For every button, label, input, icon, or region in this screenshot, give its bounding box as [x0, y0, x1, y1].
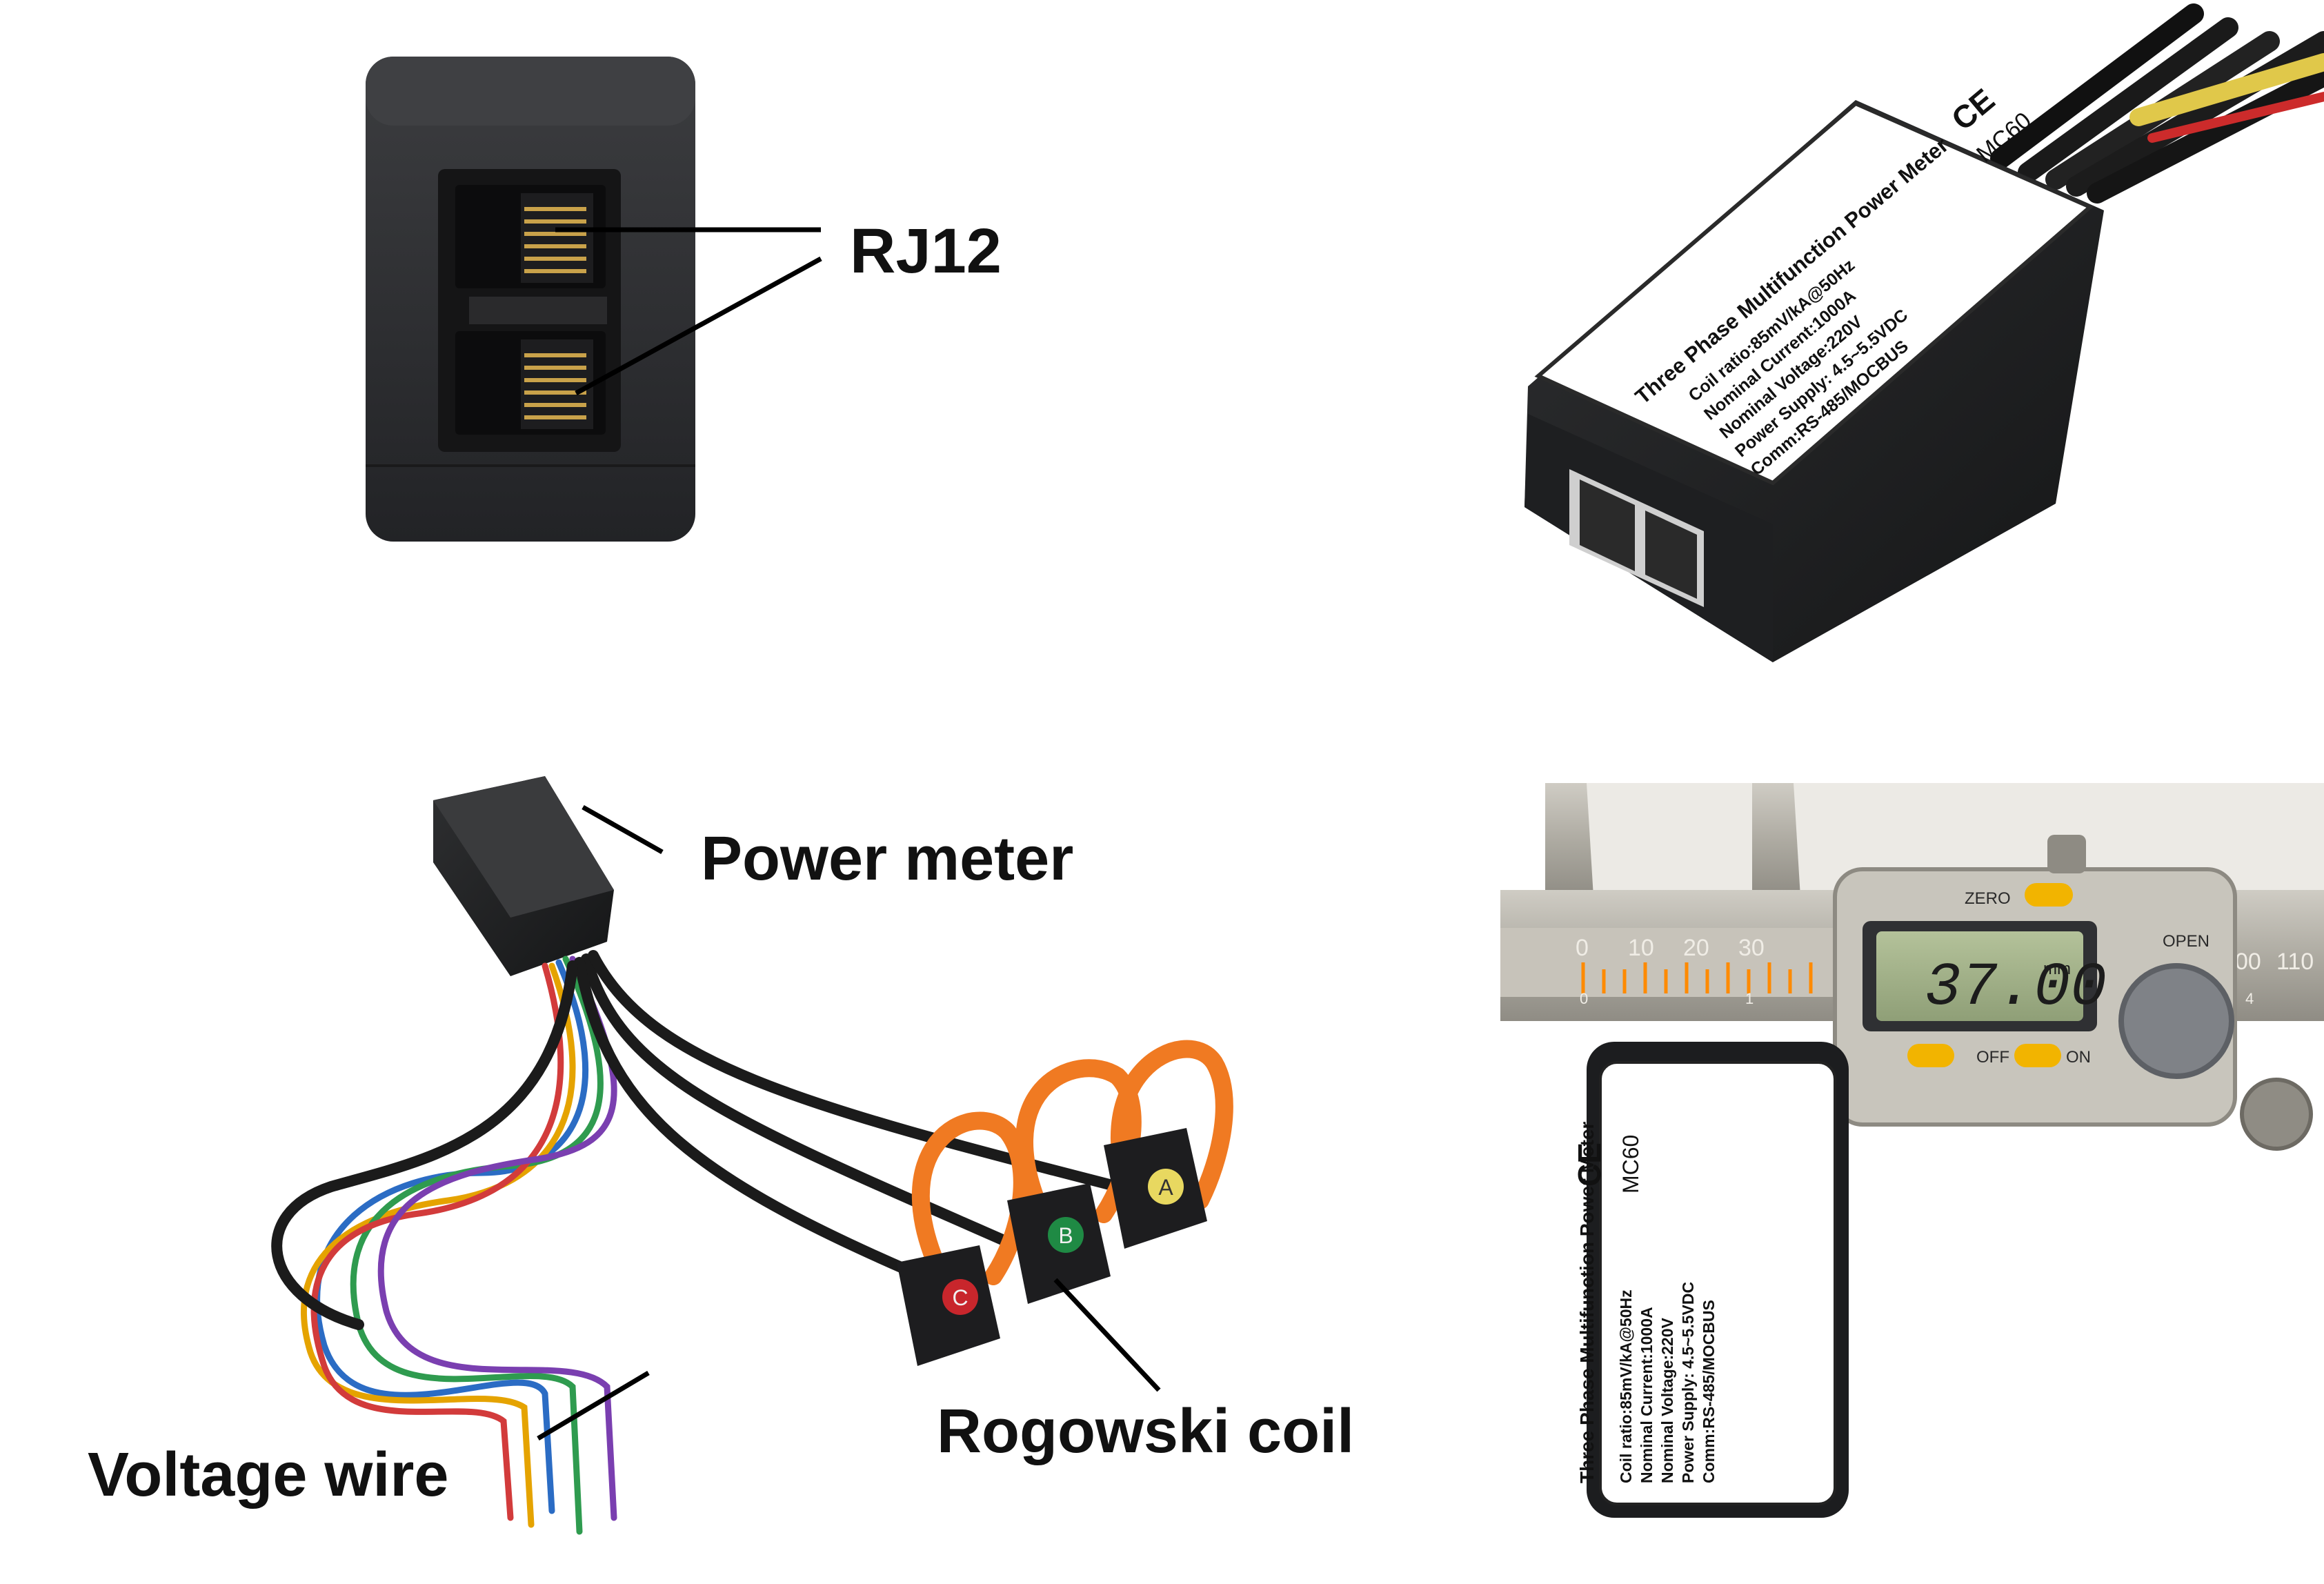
power-meter-module-angled: Three Phase Multifunction Power Meter Co… [1524, 3, 2324, 662]
scale-label-10: 10 [1628, 935, 1654, 961]
coil-badge-c: C [952, 1285, 968, 1310]
vernier-label-1: 1 [1745, 990, 1754, 1007]
scale-label-110: 110 [2276, 949, 2314, 975]
caliper-photo: 0 10 20 30 00 110 0 1 4 37.00 mm ZERO OP… [1500, 783, 2324, 1518]
power-meter-callout: Power meter [701, 824, 1074, 893]
caliper-model-label: MC60 [1618, 1135, 1643, 1194]
caliper-sticker-nominal-current: Nominal Current:1000A [1638, 1307, 1656, 1483]
on-label: ON [2066, 1048, 2091, 1067]
rogowski-coil-callout: Rogowski coil [937, 1397, 1355, 1466]
off-label: OFF [1976, 1048, 2009, 1067]
caliper-sticker-coil-ratio: Coil ratio:85mV/kA@50Hz [1617, 1289, 1635, 1483]
vernier-label-0: 0 [1580, 990, 1588, 1007]
scale-label-0: 0 [1576, 935, 1589, 961]
power-meter-with-wires: C B A [271, 776, 1233, 1535]
lock-knob[interactable] [2118, 963, 2234, 1079]
coil-badge-a: A [1158, 1175, 1173, 1200]
rj12-housing [366, 57, 695, 542]
front-rj12-ports [1569, 469, 1704, 607]
power-meter-under-caliper: Three Phase Multifunction Power Meter Co… [1571, 1042, 1849, 1518]
caliper-sticker-title: Three Phase Multifunction Power Meter [1576, 1122, 1598, 1483]
rj12-callout: RJ12 [850, 216, 1002, 286]
voltage-wire-callout: Voltage wire [88, 1441, 449, 1509]
rogowski-coil-heads: C B A [897, 1128, 1207, 1366]
caliper-scale-ticks [1581, 962, 1813, 993]
coil-badge-b: B [1058, 1223, 1073, 1248]
caliper-ce-mark: CE [1571, 1142, 1607, 1187]
rj12-leader-lines [555, 227, 822, 396]
off-button[interactable] [1907, 1044, 1954, 1067]
zero-button[interactable] [2025, 883, 2073, 907]
on-button[interactable] [2014, 1044, 2061, 1067]
rj12-port-lower [455, 331, 606, 435]
scale-label-30: 30 [1738, 935, 1765, 961]
rj12-port-upper [455, 185, 606, 288]
caliper-sticker-power-supply: Power Supply: 4.5~5.5VDC [1679, 1282, 1697, 1483]
open-label: OPEN [2163, 932, 2209, 951]
bottom-left-leader-lines [537, 804, 1161, 1441]
lcd-reading: 37.00 [1925, 954, 2107, 1022]
scale-label-100: 00 [2235, 949, 2261, 975]
rogowski-loop-a [1111, 1040, 1233, 1223]
vernier-label-4: 4 [2245, 990, 2254, 1007]
caliper-sticker-comm: Comm:RS-485/MOCBUS [1700, 1300, 1718, 1483]
scale-label-20: 20 [1683, 935, 1709, 961]
caliper-sticker-nominal-voltage: Nominal Voltage:220V [1658, 1317, 1676, 1483]
caliper-display-head: 37.00 mm ZERO OPEN OFF ON [1833, 835, 2313, 1151]
zero-label: ZERO [1965, 889, 2011, 908]
lcd-unit: mm [2043, 960, 2071, 978]
